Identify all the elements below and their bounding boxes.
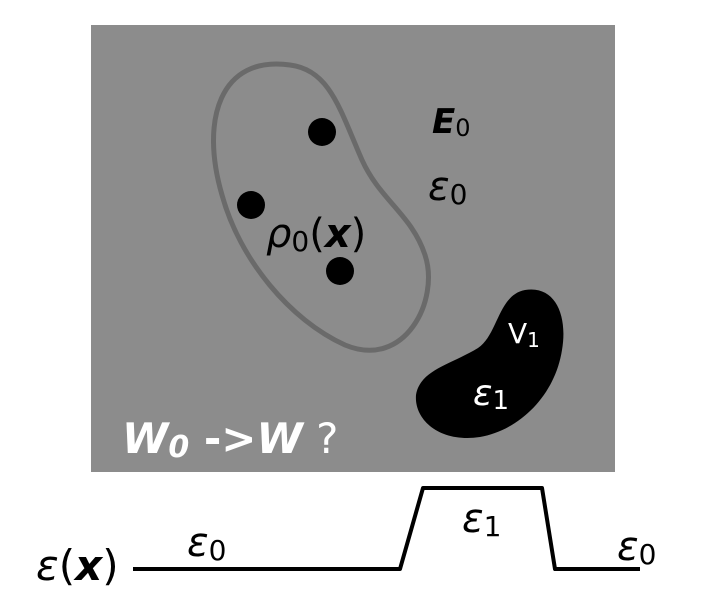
energy-question-label: W0 ->W ? bbox=[122, 414, 338, 465]
point-charge bbox=[326, 257, 354, 285]
point-charge bbox=[308, 118, 336, 146]
inclusion-volume-label: V1 bbox=[508, 317, 540, 352]
field-label: E0 bbox=[432, 102, 471, 142]
profile-axis-label: ε(x) bbox=[36, 541, 119, 590]
charge-density-label: ρ0(x) bbox=[266, 211, 366, 258]
medium-permittivity-label: ε0 bbox=[428, 164, 467, 211]
profile-mid-label: ε1 bbox=[462, 496, 501, 543]
profile-right-label: ε0 bbox=[617, 524, 656, 571]
permittivity-profile-line bbox=[133, 486, 640, 571]
dielectric-inclusion bbox=[415, 289, 564, 438]
point-charge bbox=[237, 191, 265, 219]
inclusion-permittivity-label: ε1 bbox=[473, 373, 509, 416]
charge-region-outline bbox=[211, 61, 431, 353]
profile-left-label: ε0 bbox=[187, 520, 226, 567]
